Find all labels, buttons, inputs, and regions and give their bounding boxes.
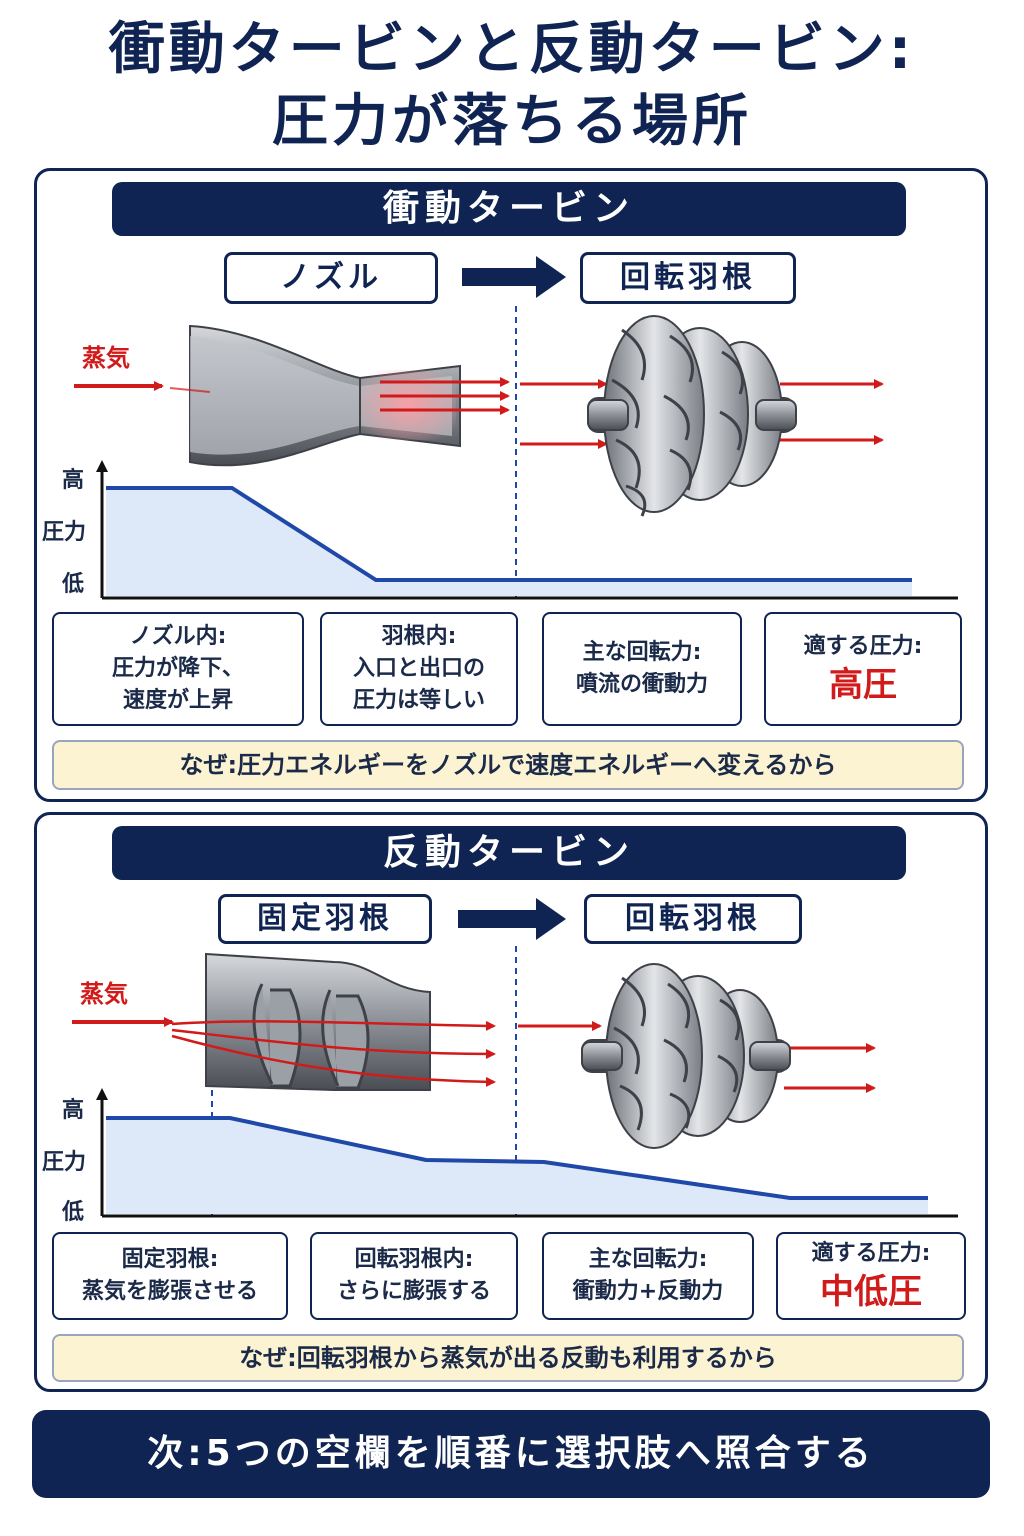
flow-arrow-impulse [462, 256, 566, 298]
stator-flow-1 [171, 1020, 496, 1031]
info-pressure-reaction: 適する圧力:中低圧 [776, 1232, 966, 1320]
axis-high-reaction: 高 [62, 1098, 85, 1123]
stator-flow-3 [171, 1034, 496, 1087]
why-note-reaction: なぜ:回転羽根から蒸気が出る反動も利用するから [52, 1334, 964, 1382]
stator-flow-2 [171, 1028, 496, 1059]
tag-stator: 固定羽根 [218, 894, 432, 944]
axis-high-impulse: 高 [62, 468, 85, 493]
steam-label-reaction: 蒸気 [80, 980, 128, 1008]
info-nozzle: ノズル内:圧力が降下、速度が上昇 [52, 612, 304, 726]
info-force-impulse: 主な回転力:噴流の衝動力 [542, 612, 742, 726]
reaction-banner: 反動タービン [112, 826, 906, 880]
info-stator: 固定羽根:蒸気を膨張させる [52, 1232, 288, 1320]
info-blade-impulse: 羽根内:入口と出口の圧力は等しい [320, 612, 518, 726]
tag-rotor-impulse: 回転羽根 [580, 252, 796, 304]
tag-nozzle: ノズル [224, 252, 438, 304]
rotor-illustration-reaction [581, 963, 791, 1149]
pressure-line-impulse [106, 486, 912, 582]
page-title-line2: 圧力が落ちる場所 [272, 89, 752, 154]
info-force-reaction: 主な回転力:衝動力+反動力 [542, 1232, 754, 1320]
impulse-banner: 衝動タービン [112, 182, 906, 236]
info-rotor-reaction: 回転羽根内:さらに膨張する [310, 1232, 518, 1320]
pressure-chart-reaction [96, 1088, 958, 1218]
flow-arrow-reaction [458, 898, 566, 940]
axis-label-impulse: 圧力 [42, 520, 87, 545]
page-title-line1: 衝動タービンと反動タービン: [108, 17, 916, 82]
steam-label-impulse: 蒸気 [82, 344, 130, 372]
pressure-value-midlow: 中低圧 [820, 1271, 922, 1312]
footer-next-step: 次:5つの空欄を順番に選択肢へ照合する [32, 1410, 990, 1498]
axis-low-reaction: 低 [62, 1200, 85, 1225]
why-note-impulse: なぜ:圧力エネルギーをノズルで速度エネルギーへ変えるから [52, 740, 964, 790]
pressure-value-high: 高圧 [829, 664, 897, 705]
rotor-illustration-impulse [587, 315, 797, 517]
axis-label-reaction: 圧力 [42, 1150, 87, 1175]
info-pressure-impulse: 適する圧力:高圧 [764, 612, 962, 726]
pressure-chart-impulse [96, 460, 958, 600]
pressure-area-impulse [106, 488, 912, 596]
tag-rotor-reaction: 回転羽根 [584, 894, 802, 944]
pressure-line-reaction [106, 1116, 928, 1200]
axis-low-impulse: 低 [62, 572, 85, 597]
